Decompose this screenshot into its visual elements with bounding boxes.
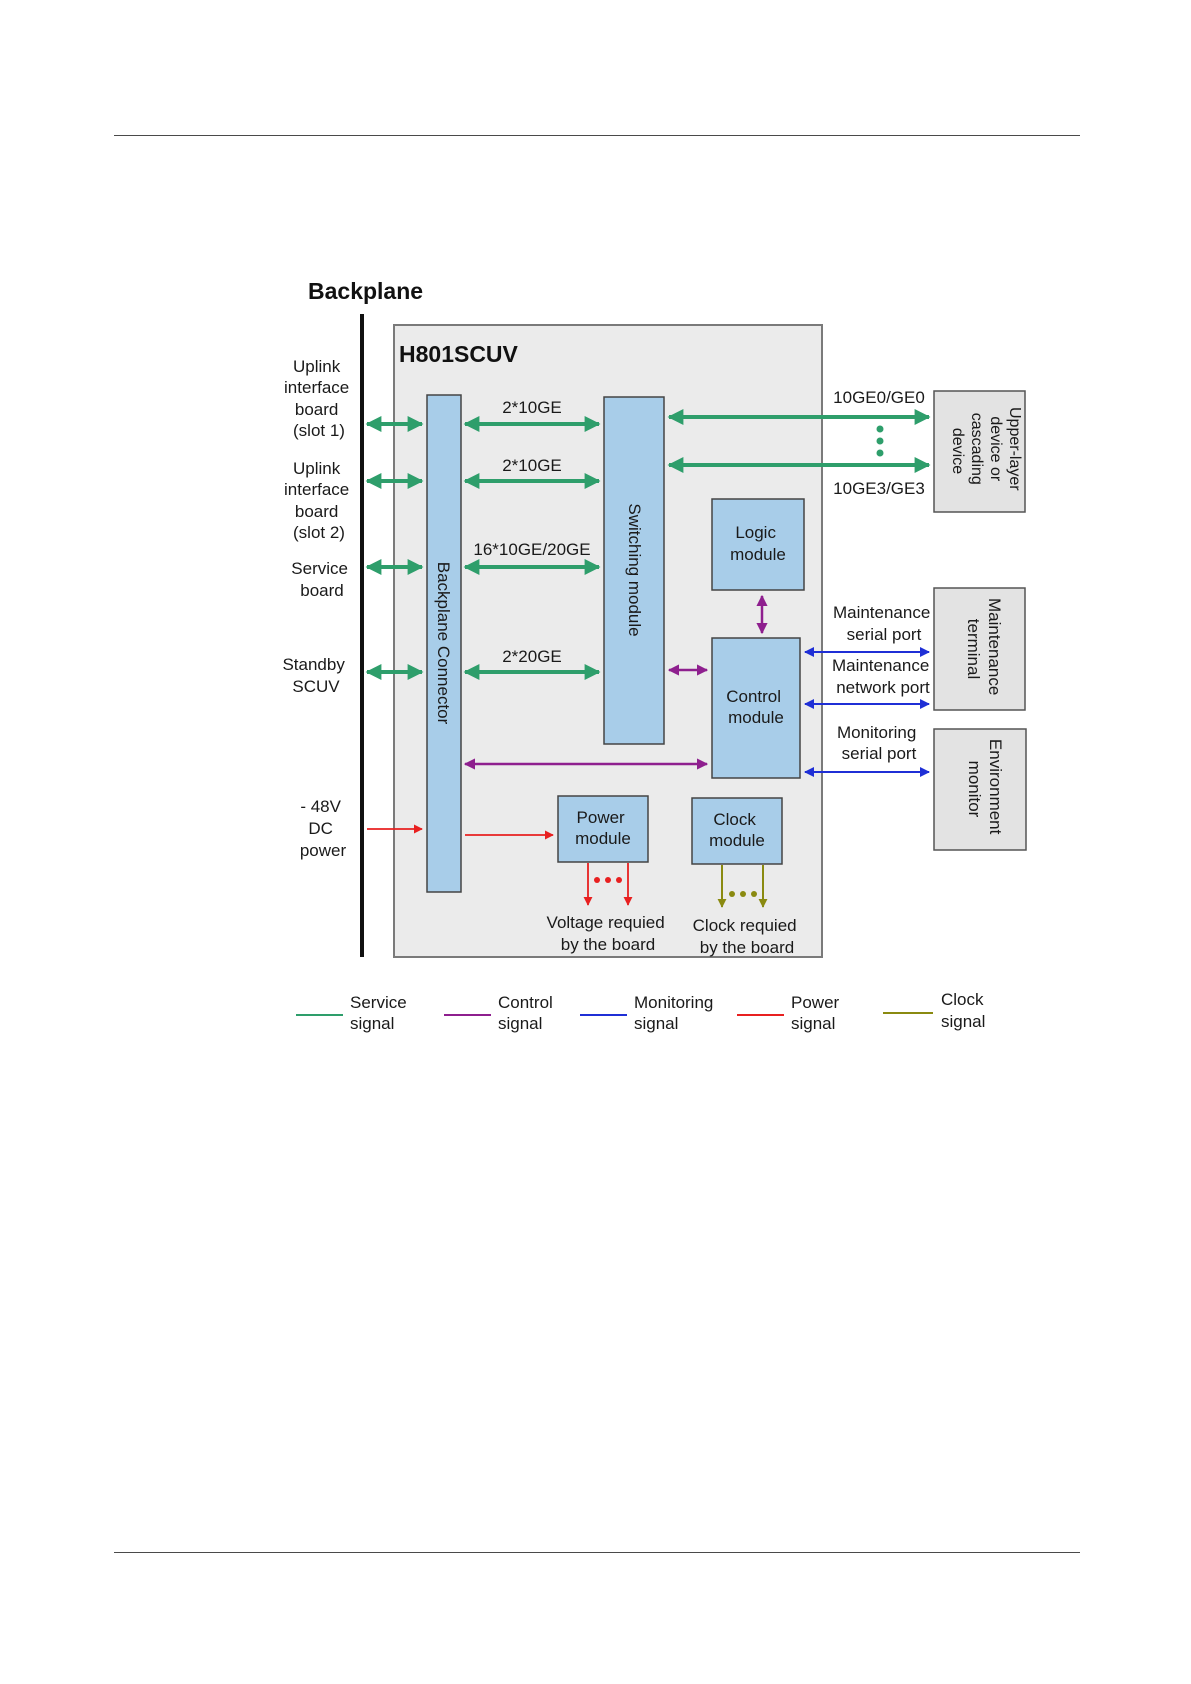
environment-monitor-box [933,728,1027,851]
clock-output-label: Clock requied by the board [693,916,802,957]
logic-module-box [711,498,805,591]
header-rule [114,135,1080,136]
control-module-label: Control module [726,687,786,727]
uplink-slot2-label: Uplink interface board (slot 2) [284,459,354,542]
logic-module-label: Logic module [730,523,786,564]
footer-rule [114,1552,1080,1553]
switching-module-label: Switching module [625,503,644,636]
maintenance-terminal-label: Maintenance terminal [964,598,1004,700]
maintenance-serial-label: Maintenance serial port [833,603,935,644]
clock-module-box [691,797,783,865]
maintenance-terminal-box [933,587,1026,711]
power-links [367,824,633,906]
control-links [463,594,768,770]
link-label-3: 16*10GE/20GE [473,540,590,559]
link-label-4: 2*20GE [502,647,562,666]
clock-links [717,865,768,908]
service-links-internal [463,416,601,680]
upper-layer-device-box [933,390,1026,513]
uplink-label-top: 10GE0/GE0 [833,388,925,407]
backplane-connector-box [426,394,462,893]
backplane-connector-label: Backplane Connector [434,562,453,725]
clock-module-label: Clock module [709,810,765,850]
environment-monitor-label: Environment monitor [965,739,1005,839]
board-title: H801SCUV [399,341,519,367]
power-module-box [557,795,649,863]
service-board-label: Service board [291,559,352,600]
maintenance-network-label: Maintenance network port [832,656,934,697]
link-label-2: 2*10GE [502,456,562,475]
link-label-1: 2*10GE [502,398,562,417]
uplink-slot1-label: Uplink interface board (slot 1) [284,357,354,440]
clock-output-ellipsis [729,891,757,897]
monitoring-serial-label: Monitoring serial port [837,723,921,763]
upper-layer-device-label: Upper-layer device or cascading device [949,407,1023,495]
service-links-uplink [667,409,931,473]
uplink-ellipsis [876,425,884,457]
standby-scuv-label: Standby SCUV [282,655,349,696]
control-module-box [711,637,801,779]
service-links-left [365,416,424,680]
switching-module-box [603,396,665,745]
voltage-output-label: Voltage requied by the board [547,913,670,954]
power-module-label: Power module [575,808,631,848]
power-output-ellipsis [594,877,622,883]
monitoring-links [804,647,930,777]
dc-power-label: - 48V DC power [300,797,347,860]
backplane-title: Backplane [308,278,423,304]
uplink-label-bottom: 10GE3/GE3 [833,479,925,498]
